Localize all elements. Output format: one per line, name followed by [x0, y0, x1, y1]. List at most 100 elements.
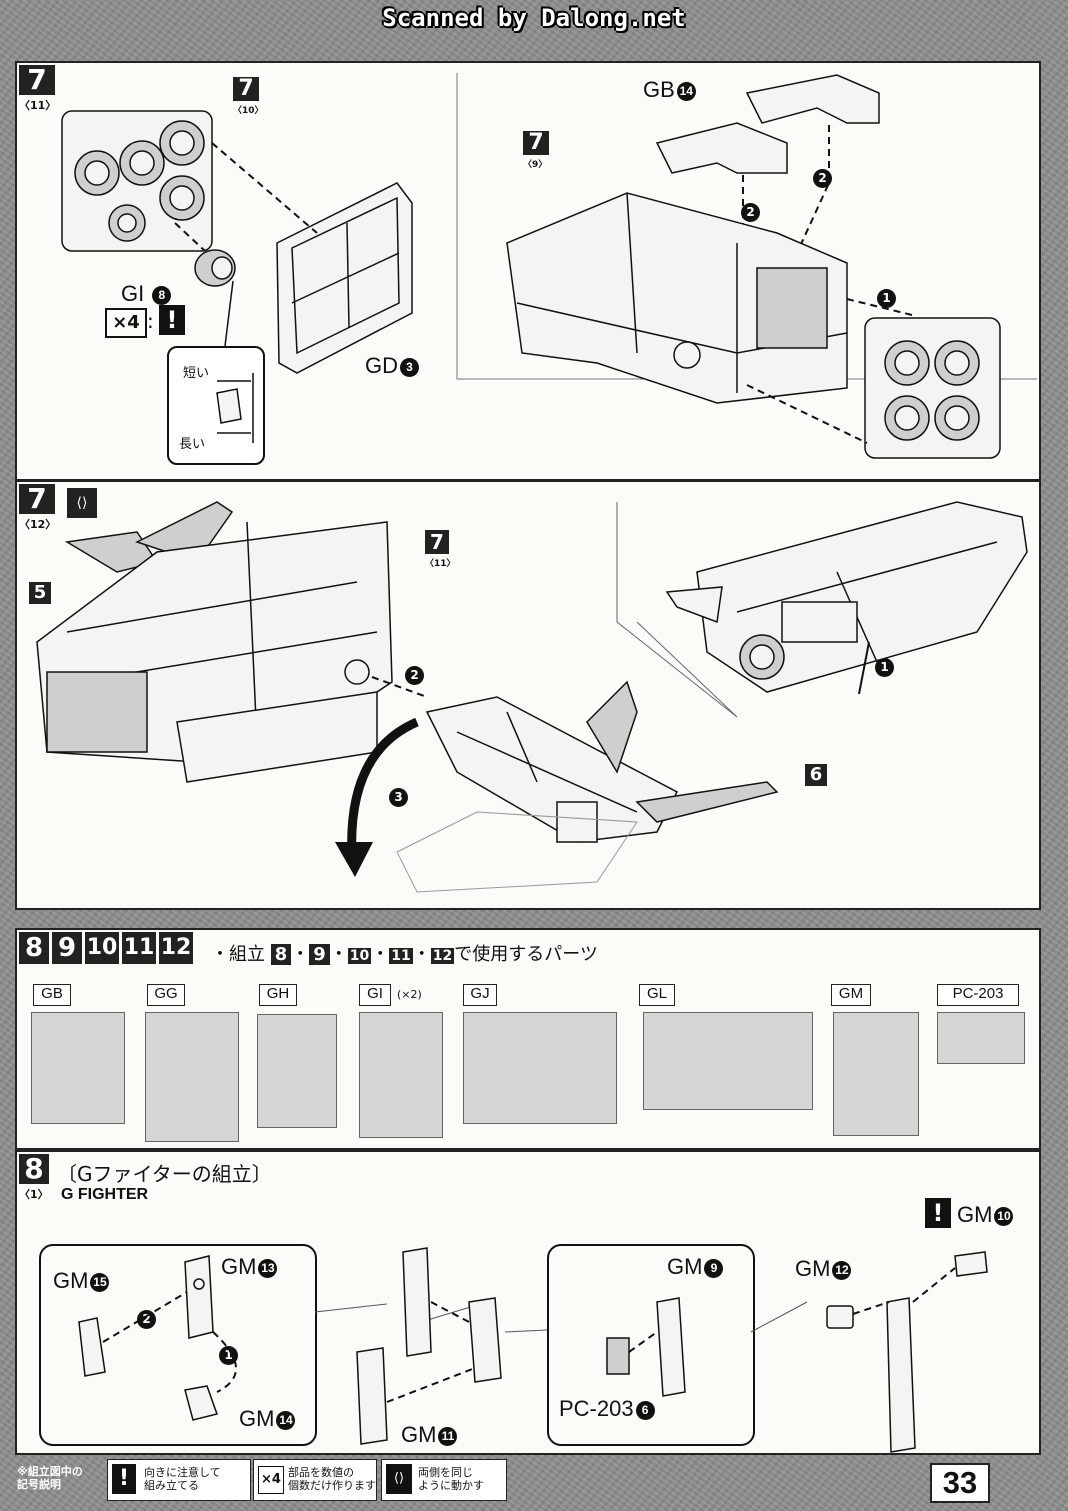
- arrow-badge-1: 1: [877, 289, 896, 308]
- legend-quantity-line2: 個数だけ作ります: [288, 1479, 376, 1492]
- quantity-badge: ×4: [105, 308, 147, 338]
- legend-item-warning: ! 向きに注意して 組み立てる: [107, 1459, 251, 1501]
- step-8-1-drawing: [78, 1247, 988, 1453]
- caption-suffix: で使用するパーツ: [454, 944, 598, 965]
- label-gi-8: GI 8: [121, 281, 172, 307]
- caption-step-8: 8: [270, 944, 292, 965]
- runner-gl: [643, 1012, 813, 1110]
- runner-gi: [359, 1012, 443, 1138]
- step-number: 7: [19, 484, 55, 514]
- arrow-badge-3: 3: [389, 788, 408, 807]
- parts-step-11: 11: [122, 932, 156, 964]
- parts-step-12: 12: [159, 932, 193, 964]
- caption-step-9: 9: [309, 944, 330, 965]
- legend-quantity-line1: 部品を数値の: [288, 1466, 354, 1479]
- inset-short-label: 短い: [183, 366, 210, 381]
- ref-step-7-10-sub: 〈10〉: [233, 106, 264, 116]
- warning-icon: !: [112, 1464, 136, 1494]
- legend-item-quantity: ×4 部品を数値の 個数だけ作ります: [253, 1459, 377, 1501]
- runner-gi-note: (×2): [397, 988, 422, 1001]
- subassembly-box-left: [39, 1244, 317, 1446]
- move-both-sides-icon: ⟨⟩: [386, 1464, 412, 1494]
- runner-label-gg: GG: [147, 984, 185, 1006]
- legend-both-sides-line2: ように動かす: [418, 1479, 484, 1492]
- separator-colon: :: [147, 309, 154, 333]
- legend-both-sides-text: 両側を同じ ように動かす: [418, 1466, 484, 1492]
- legend-both-sides-line1: 両側を同じ: [418, 1466, 473, 1479]
- warning-icon: !: [925, 1198, 951, 1228]
- step-7-11-drawing: [61, 73, 1037, 459]
- ref-step-7-10: 7: [233, 77, 259, 101]
- symbol-legend: ※組立図中の 記号説明 ! 向きに注意して 組み立てる ×4 部品を数値の 個数…: [15, 1457, 915, 1503]
- parts-step-boxes: 8 9 10 11 12: [19, 932, 193, 964]
- runner-pc-203: [937, 1012, 1025, 1064]
- runner-label-gi: GI: [359, 984, 391, 1006]
- runner-label-gm: GM: [831, 984, 871, 1006]
- runner-label-pc-203: PC-203: [937, 984, 1019, 1006]
- parts-step-9: 9: [52, 932, 82, 964]
- arrow-badge-1: 1: [219, 1346, 238, 1365]
- runner-gb: [31, 1012, 125, 1124]
- scanner-watermark: Scanned by Dalong.net: [382, 4, 686, 32]
- legend-quantity-text: 部品を数値の 個数だけ作ります: [288, 1466, 376, 1492]
- gd-frame-part: [276, 182, 413, 374]
- assembled-fuselage: [36, 521, 393, 783]
- step-7-12-panel: 7 〈12〉 ⟨⟩ 5 7 〈11〉 6 1 2 3: [15, 480, 1041, 910]
- legend-item-both-sides: ⟨⟩ 両側を同じ ように動かす: [381, 1459, 507, 1501]
- legend-warning-line1: 向きに注意して: [144, 1466, 221, 1479]
- step-substep: 〈12〉: [19, 518, 57, 531]
- subassembly-box-pc: [547, 1244, 755, 1446]
- inset-long-label: 長い: [179, 437, 206, 452]
- runner-label-gb: GB: [33, 984, 71, 1006]
- thruster-block-left: [61, 110, 213, 252]
- runner-label-gl: GL: [639, 984, 675, 1006]
- ref-step-5: 5: [29, 582, 51, 604]
- caption-step-12: 12: [430, 948, 455, 964]
- caption-prefix: ・組立: [211, 944, 265, 965]
- legend-warning-line2: 組み立てる: [144, 1479, 199, 1492]
- g-fighter-nose: [425, 680, 779, 843]
- warning-icon: !: [159, 305, 185, 335]
- step-number: 8: [19, 1154, 49, 1184]
- caption-step-10: 10: [347, 948, 372, 964]
- runner-label-gj: GJ: [463, 984, 497, 1006]
- legend-title: ※組立図中の 記号説明: [17, 1465, 83, 1491]
- step-7-11-panel: 7 〈11〉 7 〈10〉 7 〈9〉 GI 8 ×4 : ! 短い 長い GD…: [15, 61, 1041, 481]
- arrow-badge-2b: 2: [813, 169, 832, 188]
- move-both-sides-icon: ⟨⟩: [67, 488, 97, 518]
- quantity-icon: ×4: [258, 1466, 284, 1494]
- parts-step-8: 8: [19, 932, 49, 964]
- step-title-jp: 〔Gファイターの組立〕: [57, 1162, 272, 1186]
- arrow-badge-2a: 2: [741, 203, 760, 222]
- runner-gg: [145, 1012, 239, 1142]
- step-title-en: G FIGHTER: [61, 1186, 149, 1203]
- runner-gm: [833, 1012, 919, 1136]
- wing-panel: [665, 501, 1028, 693]
- runner-gj: [463, 1012, 617, 1124]
- step-number: 7: [19, 65, 55, 95]
- step-substep: 〈1〉: [19, 1188, 49, 1201]
- legend-warning-text: 向きに注意して 組み立てる: [144, 1466, 221, 1492]
- ref-step-7-11-sub: 〈11〉: [425, 559, 456, 569]
- runner-label-gh: GH: [259, 984, 297, 1006]
- legend-title-line1: ※組立図中の: [17, 1465, 83, 1478]
- arrow-badge-2: 2: [137, 1310, 156, 1329]
- gi-nozzle-part: [194, 249, 236, 287]
- runner-gh: [257, 1014, 337, 1128]
- step-7-12-drawing: [36, 501, 1028, 893]
- ref-step-7-11: 7: [425, 530, 449, 554]
- arrow-badge-2: 2: [405, 666, 424, 685]
